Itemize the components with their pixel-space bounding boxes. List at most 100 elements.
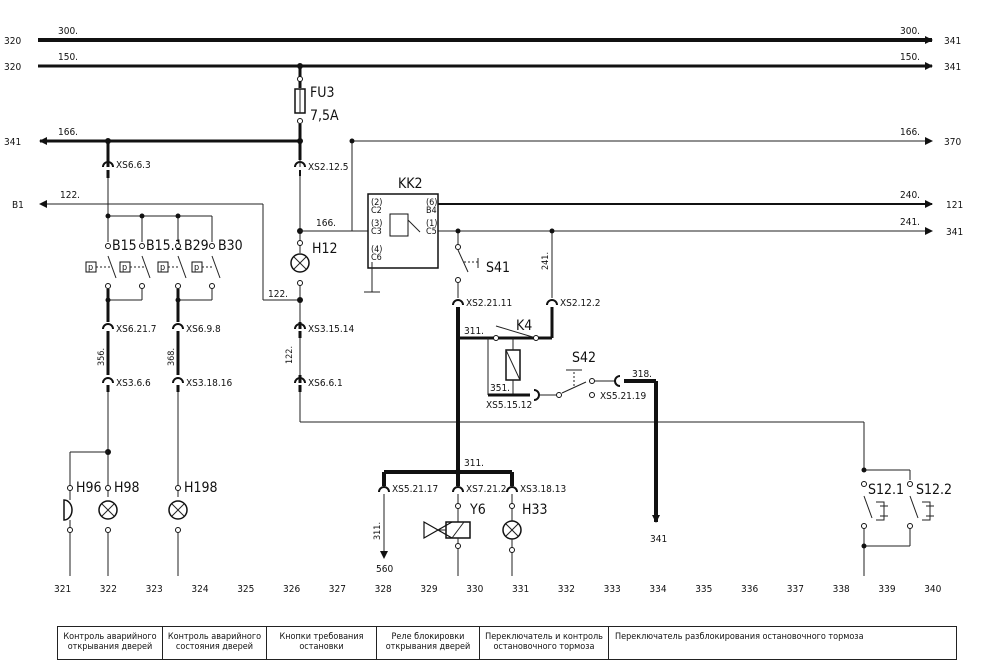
connector-xs51512 (533, 389, 540, 401)
junction-dot (455, 228, 461, 234)
bus-166-label: 166. (58, 127, 78, 138)
column-number: 330 (466, 584, 483, 595)
pushbutton-icon (922, 501, 934, 521)
relay-kk2-contact (407, 219, 421, 233)
column-number: 329 (420, 584, 437, 595)
column-number: 337 (787, 584, 804, 595)
bus-150-label: 150. (58, 52, 78, 63)
buzzer-h96-icon (63, 499, 73, 521)
terminal (455, 277, 461, 283)
fu3-label: FU3 (310, 85, 334, 101)
b30-label: B30 (218, 238, 243, 254)
column-number: 339 (878, 584, 895, 595)
h198-label: H198 (184, 480, 218, 496)
column-number: 327 (329, 584, 346, 595)
wire-311-k4: 311. (464, 326, 484, 337)
b151-label: B15.1 (146, 238, 183, 254)
wire-122-mid: 122. (268, 289, 288, 300)
wire-311-mid: 311. (464, 458, 484, 469)
terminal (175, 243, 181, 249)
sensor-symbol: p (160, 263, 165, 273)
wire-122-vert: 122. (285, 346, 295, 364)
xs2125-label: XS2.12.5 (308, 162, 348, 173)
connector-xs2122 (546, 299, 558, 306)
sensor-symbol: p (194, 263, 199, 273)
junction-dot (861, 467, 867, 473)
wire-318: 318. (632, 369, 652, 380)
junction-dot (175, 213, 181, 219)
column-number: 340 (924, 584, 941, 595)
xs31813-label: XS3.18.13 (520, 484, 566, 495)
terminal (175, 485, 181, 491)
terminal (297, 240, 303, 246)
column-number: 331 (512, 584, 529, 595)
wiring-diagram: 320 300. 300. 341 320 150. 150. 341 341 … (4, 26, 963, 595)
terminal (455, 244, 461, 250)
xs661-label: XS6.6.1 (308, 378, 343, 389)
wire-356: 356. (97, 348, 107, 366)
kk2-pin: (3) (371, 219, 382, 229)
h98-label: H98 (114, 480, 140, 496)
bus-300-label: 300. (58, 26, 78, 37)
terminal (209, 283, 215, 289)
xs2122-label: XS2.12.2 (560, 298, 600, 309)
connector-xs31816 (172, 377, 184, 384)
connector-xs6217 (102, 323, 114, 330)
kk2-pin: C6 (371, 253, 382, 263)
column-number: 321 (54, 584, 71, 595)
wire-560: 560 (376, 564, 393, 575)
kk2-pin: C5 (426, 227, 437, 237)
column-number: 328 (375, 584, 392, 595)
legend-cell: Контроль аварийного открывания дверей (58, 627, 163, 659)
legend-cell: Реле блокировки открывания дверей (377, 627, 480, 659)
junction-dot (297, 63, 303, 69)
bus-300-to: 341 (944, 36, 961, 47)
bus-166-to: 370 (944, 137, 961, 148)
terminal (209, 243, 215, 249)
bus-166-label-right: 166. (900, 127, 920, 138)
bus-240-to: 121 (946, 200, 963, 211)
s41-label: S41 (486, 260, 510, 276)
connector-xs22111 (452, 299, 464, 306)
junction-dot (455, 469, 461, 475)
bus-300-from: 320 (4, 36, 21, 47)
column-number: 335 (695, 584, 712, 595)
terminal (455, 543, 461, 549)
column-number: 338 (833, 584, 850, 595)
wire-341-bottom: 341 (650, 534, 667, 545)
kk2-pin: (4) (371, 245, 382, 255)
junction-dot (105, 213, 111, 219)
xs6217-label: XS6.21.7 (116, 324, 156, 335)
terminal (509, 503, 515, 509)
column-number: 332 (558, 584, 575, 595)
terminal (509, 547, 515, 553)
terminal (105, 283, 111, 289)
switch-s122 (909, 495, 919, 519)
column-number: 333 (604, 584, 621, 595)
terminal (533, 335, 539, 341)
junction-dot (175, 297, 181, 303)
bus-122-from: B1 (12, 200, 24, 211)
kk2-pin: C2 (371, 206, 382, 216)
bus-241-to: 341 (946, 227, 963, 238)
bus-122-label: 122. (60, 190, 80, 201)
terminal (175, 283, 181, 289)
s122-label: S12.2 (916, 482, 952, 498)
bus-240-label: 240. (900, 190, 920, 201)
lamp-cross (101, 503, 115, 517)
terminal (175, 527, 181, 533)
switch-s42 (561, 381, 587, 394)
bus-150-to: 341 (944, 62, 961, 73)
terminal (907, 523, 913, 529)
kk2-label: KK2 (398, 176, 423, 192)
k4-label: K4 (516, 318, 532, 334)
connector-xs698 (172, 323, 184, 330)
column-number: 326 (283, 584, 300, 595)
terminal (861, 523, 867, 529)
terminal (105, 527, 111, 533)
legend-cell: Контроль аварийного состояния дверей (163, 627, 267, 659)
bus-166-from: 341 (4, 137, 21, 148)
column-number: 336 (741, 584, 758, 595)
terminal (861, 481, 867, 487)
pushbutton-icon (876, 501, 888, 521)
